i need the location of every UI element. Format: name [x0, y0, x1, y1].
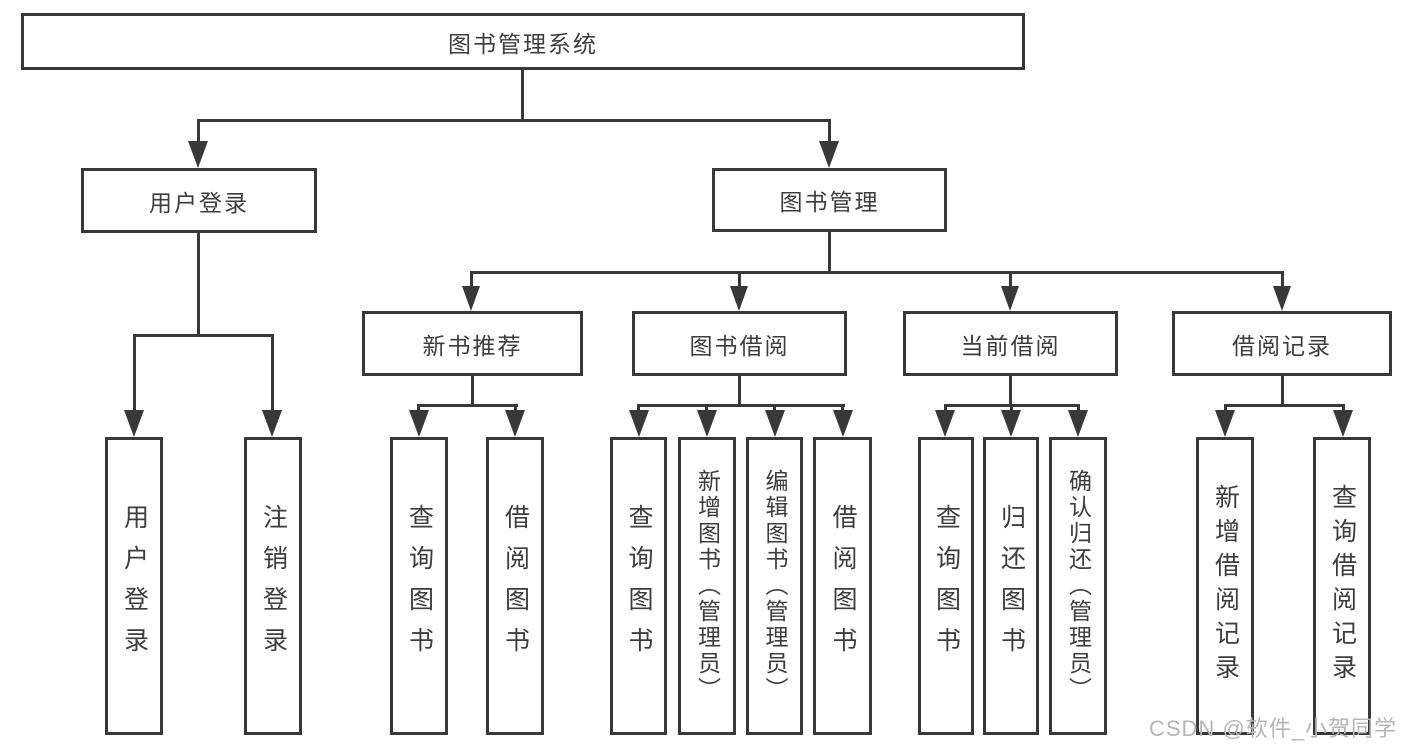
node-label: 查询图书 — [405, 504, 434, 668]
node-label: 查询借阅记录 — [1328, 484, 1357, 688]
arrow-down-icon — [462, 286, 480, 311]
connector-line — [705, 404, 708, 414]
connector-line — [1009, 376, 1012, 407]
arrow-down-icon — [833, 410, 853, 437]
leaf-query-books-current: 查询图书 — [918, 437, 974, 735]
leaf-query-books-borrowing: 查询图书 — [610, 437, 667, 735]
leaf-return-books: 归还图书 — [983, 437, 1039, 735]
arrow-down-icon — [935, 410, 955, 437]
arrow-down-icon — [1068, 410, 1088, 437]
connector-line — [133, 334, 136, 410]
connector-line — [1010, 404, 1013, 414]
leaf-add-borrow-record: 新增借阅记录 — [1196, 437, 1254, 735]
arrow-down-icon — [409, 410, 429, 437]
node-label: 新增图书（管理员） — [694, 469, 721, 703]
arrow-down-icon — [124, 410, 144, 437]
arrow-down-icon — [1273, 286, 1291, 311]
arrow-down-icon — [262, 410, 282, 437]
node-label: 借阅记录 — [1232, 332, 1332, 359]
arrow-down-icon — [1333, 410, 1353, 437]
connector-line — [1281, 271, 1284, 287]
connector-line — [470, 271, 473, 287]
connector-line — [271, 334, 274, 410]
arrow-down-icon — [629, 410, 649, 437]
node-label: 用户登录 — [149, 189, 249, 216]
leaf-user-login: 用户登录 — [105, 437, 163, 735]
connector-line — [637, 404, 640, 414]
connector-line — [841, 404, 844, 414]
connector-line — [738, 271, 741, 287]
node-library-system: 图书管理系统 — [21, 13, 1025, 70]
arrow-down-icon — [1001, 410, 1021, 437]
arrow-down-icon — [1215, 410, 1235, 437]
connector-line — [197, 119, 831, 122]
connector-line — [1224, 404, 1227, 414]
node-label: 查询图书 — [625, 504, 653, 668]
node-label: 图书借阅 — [689, 332, 790, 359]
node-label: 用户登录 — [120, 504, 149, 668]
connector-line — [197, 119, 200, 145]
arrow-down-icon — [697, 410, 717, 437]
connector-line — [417, 404, 518, 407]
node-book-management: 图书管理 — [712, 168, 947, 232]
connector-line — [470, 271, 1284, 274]
connector-line — [637, 404, 845, 407]
node-label: 图书管理系统 — [448, 30, 598, 57]
connector-line — [417, 404, 420, 414]
leaf-borrow-books: 借阅图书 — [813, 437, 872, 735]
node-user-login: 用户登录 — [81, 168, 317, 233]
node-current-borrowing: 当前借阅 — [903, 311, 1118, 376]
node-book-borrowing: 图书借阅 — [632, 311, 847, 376]
leaf-query-borrow-record: 查询借阅记录 — [1313, 437, 1371, 735]
node-new-book-recommendation: 新书推荐 — [362, 311, 583, 376]
leaf-add-books-admin: 新增图书（管理员） — [678, 437, 736, 735]
node-label: 借阅图书 — [501, 504, 530, 668]
leaf-confirm-return-admin: 确认归还（管理员） — [1049, 437, 1107, 735]
arrow-down-icon — [819, 141, 839, 168]
node-label: 新增借阅记录 — [1211, 484, 1240, 688]
node-label: 注销登录 — [259, 504, 288, 668]
watermark: CSDN @软件_小贺同学 — [1148, 716, 1397, 741]
arrow-down-icon — [730, 286, 748, 311]
arrow-down-icon — [188, 141, 208, 168]
connector-line — [514, 404, 517, 414]
connector-line — [828, 119, 831, 145]
leaf-borrow-books-recommend: 借阅图书 — [486, 437, 544, 735]
node-label: 确认归还（管理员） — [1065, 469, 1092, 703]
node-label: 借阅图书 — [829, 504, 857, 668]
connector-line — [133, 334, 274, 337]
connector-line — [773, 404, 776, 414]
connector-line — [944, 404, 947, 414]
connector-line — [197, 233, 200, 337]
connector-line — [1281, 376, 1284, 407]
node-label: 当前借阅 — [960, 332, 1061, 359]
node-borrowing-records: 借阅记录 — [1172, 311, 1392, 376]
node-label: 查询图书 — [932, 504, 961, 668]
connector-line — [828, 232, 831, 274]
arrow-down-icon — [505, 410, 525, 437]
node-label: 归还图书 — [997, 504, 1026, 668]
connector-line — [738, 376, 741, 407]
connector-line — [1009, 271, 1012, 287]
connector-line — [1224, 404, 1345, 407]
node-label: 新书推荐 — [422, 332, 523, 359]
leaf-edit-books-admin: 编辑图书（管理员） — [746, 437, 803, 735]
connector-line — [471, 376, 474, 407]
node-label: 图书管理 — [779, 189, 880, 215]
arrow-down-icon — [1001, 286, 1019, 311]
connector-line — [1077, 404, 1080, 414]
node-label: 编辑图书（管理员） — [762, 469, 788, 703]
connector-line — [521, 70, 524, 119]
leaf-logout-login: 注销登录 — [244, 437, 302, 735]
connector-line — [1342, 404, 1345, 414]
leaf-query-books-recommend: 查询图书 — [390, 437, 448, 735]
arrow-down-icon — [765, 410, 785, 437]
